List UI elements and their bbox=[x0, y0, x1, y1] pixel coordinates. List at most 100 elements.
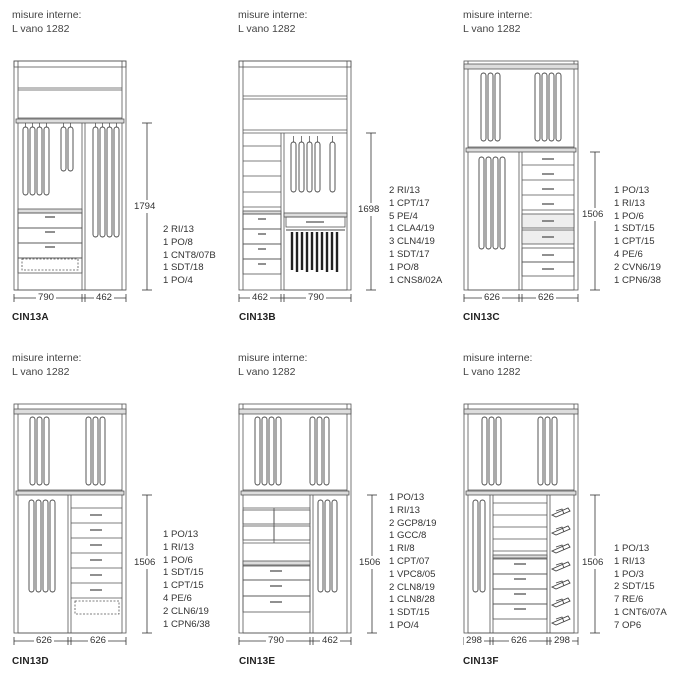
header-line-1: misure interne: bbox=[238, 9, 308, 21]
component-item: 1 CPT/17 bbox=[389, 197, 430, 209]
component-item: 2 CLN8/19 bbox=[389, 581, 435, 593]
wardrobe-panel-cin13b: misure interne: L vano 1282 bbox=[226, 0, 452, 340]
component-item: 2 RI/13 bbox=[389, 185, 420, 196]
height-dimension: 1506 bbox=[134, 556, 156, 569]
component-item: 1 SDT/18 bbox=[163, 262, 204, 274]
width-dimension-2: 626 bbox=[509, 635, 530, 646]
component-item: 1 CPN6/38 bbox=[163, 618, 210, 630]
panel-header: misure interne: L vano 1282 bbox=[238, 8, 307, 36]
component-item: 2 RI/13 bbox=[163, 224, 194, 235]
component-item: 1 CPN6/38 bbox=[614, 274, 661, 286]
component-item: 1 CNS8/02A bbox=[389, 274, 443, 286]
component-item: 5 PE/4 bbox=[389, 210, 418, 222]
component-item: 1 CLA4/19 bbox=[389, 223, 435, 235]
component-item: 4 PE/6 bbox=[163, 592, 192, 604]
component-item: 1 PO/8 bbox=[389, 261, 419, 273]
header-line-1: misure interne: bbox=[238, 352, 308, 364]
component-item: 1 SDT/17 bbox=[389, 248, 430, 260]
header-line-2: L vano 1282 bbox=[463, 23, 521, 35]
panel-header: misure interne: L vano 1282 bbox=[12, 351, 81, 379]
wardrobe-drawing bbox=[463, 60, 600, 302]
component-item: 1 PO/13 bbox=[614, 185, 650, 196]
component-item: 1 PO/8 bbox=[163, 236, 193, 248]
width-dimension-1: 790 bbox=[36, 292, 57, 303]
wardrobe-panel-cin13e: misure interne: L vano 1282 bbox=[226, 345, 452, 685]
component-item: 7 RE/6 bbox=[614, 594, 644, 606]
header-line-1: misure interne: bbox=[12, 352, 82, 364]
header-line-1: misure interne: bbox=[12, 9, 82, 21]
component-item: 1 SDT/15 bbox=[614, 223, 655, 235]
component-item: 1 CNT8/07B bbox=[163, 249, 216, 261]
header-line-2: L vano 1282 bbox=[238, 366, 296, 378]
width-dimension-2: 462 bbox=[320, 635, 341, 646]
wardrobe-panel-cin13c: misure interne: L vano 1282 bbox=[452, 0, 678, 340]
component-item: 2 CVN6/19 bbox=[614, 261, 661, 273]
width-dimension-2: 462 bbox=[94, 292, 115, 303]
wardrobe-drawing bbox=[238, 403, 377, 645]
component-item: 1 SDT/15 bbox=[163, 567, 204, 579]
height-dimension: 1506 bbox=[582, 556, 604, 569]
component-item: 1 RI/13 bbox=[614, 197, 645, 209]
model-code: CIN13E bbox=[239, 656, 276, 667]
header-line-2: L vano 1282 bbox=[238, 23, 296, 35]
height-dimension: 1794 bbox=[134, 200, 156, 213]
component-item: 1 PO/13 bbox=[389, 492, 425, 503]
header-line-2: L vano 1282 bbox=[463, 366, 521, 378]
height-dimension: 1506 bbox=[582, 208, 604, 221]
component-item: 2 CLN6/19 bbox=[163, 605, 209, 617]
panel-header: misure interne: L vano 1282 bbox=[463, 8, 532, 36]
component-item: 1 GCC/8 bbox=[389, 530, 427, 542]
width-dimension-1: 626 bbox=[34, 635, 55, 646]
wardrobe-panel-cin13f: misure interne: L vano 1282 bbox=[452, 345, 678, 685]
width-dimension-3: 298 bbox=[552, 635, 573, 646]
wardrobe-panel-cin13a: misure interne: L vano 1282 bbox=[0, 0, 226, 340]
component-item: 1 RI/13 bbox=[614, 555, 645, 567]
component-item: 1 PO/4 bbox=[389, 619, 419, 631]
width-dimension-2: 790 bbox=[306, 292, 327, 303]
component-item: 1 PO/3 bbox=[614, 568, 644, 580]
width-dimension-1: 626 bbox=[482, 292, 503, 303]
wardrobe-drawing bbox=[463, 403, 600, 645]
component-item: 1 CLN8/28 bbox=[389, 594, 435, 606]
component-item: 2 GCP8/19 bbox=[389, 517, 437, 529]
width-dimension-2: 626 bbox=[88, 635, 109, 646]
width-dimension-1: 298 bbox=[464, 635, 485, 646]
component-list: 1 PO/13 1 RI/13 2 GCP8/19 1 GCC/8 1 RI/8… bbox=[389, 492, 436, 633]
component-item: 1 CPT/15 bbox=[163, 580, 204, 592]
component-item: 4 PE/6 bbox=[614, 248, 643, 260]
component-item: 1 PO/6 bbox=[614, 210, 644, 222]
component-item: 1 RI/13 bbox=[163, 541, 194, 553]
model-code: CIN13C bbox=[463, 312, 500, 323]
component-item: 7 OP6 bbox=[614, 619, 642, 631]
component-list: 2 RI/13 1 CPT/17 5 PE/4 1 CLA4/19 3 CLN4… bbox=[389, 185, 442, 287]
component-item: 1 RI/13 bbox=[389, 504, 420, 516]
component-item: 1 PO/4 bbox=[163, 275, 193, 287]
model-code: CIN13D bbox=[12, 656, 49, 667]
component-item: 1 PO/6 bbox=[163, 554, 193, 566]
wardrobe-drawing bbox=[13, 60, 152, 302]
component-item: 1 RI/8 bbox=[389, 543, 415, 555]
component-item: 3 CLN4/19 bbox=[389, 236, 435, 248]
component-item: 1 PO/13 bbox=[614, 543, 650, 554]
component-item: 1 VPC8/05 bbox=[389, 568, 436, 580]
width-dimension-1: 462 bbox=[250, 292, 271, 303]
component-list: 2 RI/13 1 PO/8 1 CNT8/07B 1 SDT/18 1 PO/… bbox=[163, 224, 216, 288]
header-line-2: L vano 1282 bbox=[12, 23, 70, 35]
component-list: 1 PO/13 1 RI/13 1 PO/6 1 SDT/15 1 CPT/15… bbox=[614, 185, 661, 287]
panel-header: misure interne: L vano 1282 bbox=[12, 8, 81, 36]
component-item: 1 SDT/15 bbox=[389, 607, 430, 619]
component-item: 1 PO/13 bbox=[163, 529, 199, 540]
wardrobe-drawing bbox=[13, 403, 152, 645]
wardrobe-panel-cin13d: misure interne: L vano 1282 bbox=[0, 345, 226, 685]
model-code: CIN13F bbox=[463, 656, 499, 667]
header-line-1: misure interne: bbox=[463, 352, 533, 364]
component-item: 2 SDT/15 bbox=[614, 581, 655, 593]
component-item: 1 CPT/07 bbox=[389, 555, 430, 567]
panel-header: misure interne: L vano 1282 bbox=[463, 351, 532, 379]
height-dimension: 1698 bbox=[358, 203, 380, 216]
wardrobe-drawing bbox=[238, 60, 376, 302]
width-dimension-2: 626 bbox=[536, 292, 557, 303]
component-item: 1 CNT6/07A bbox=[614, 606, 667, 618]
component-list: 1 PO/13 1 RI/13 1 PO/3 2 SDT/15 7 RE/6 1… bbox=[614, 543, 667, 633]
model-code: CIN13B bbox=[239, 312, 276, 323]
